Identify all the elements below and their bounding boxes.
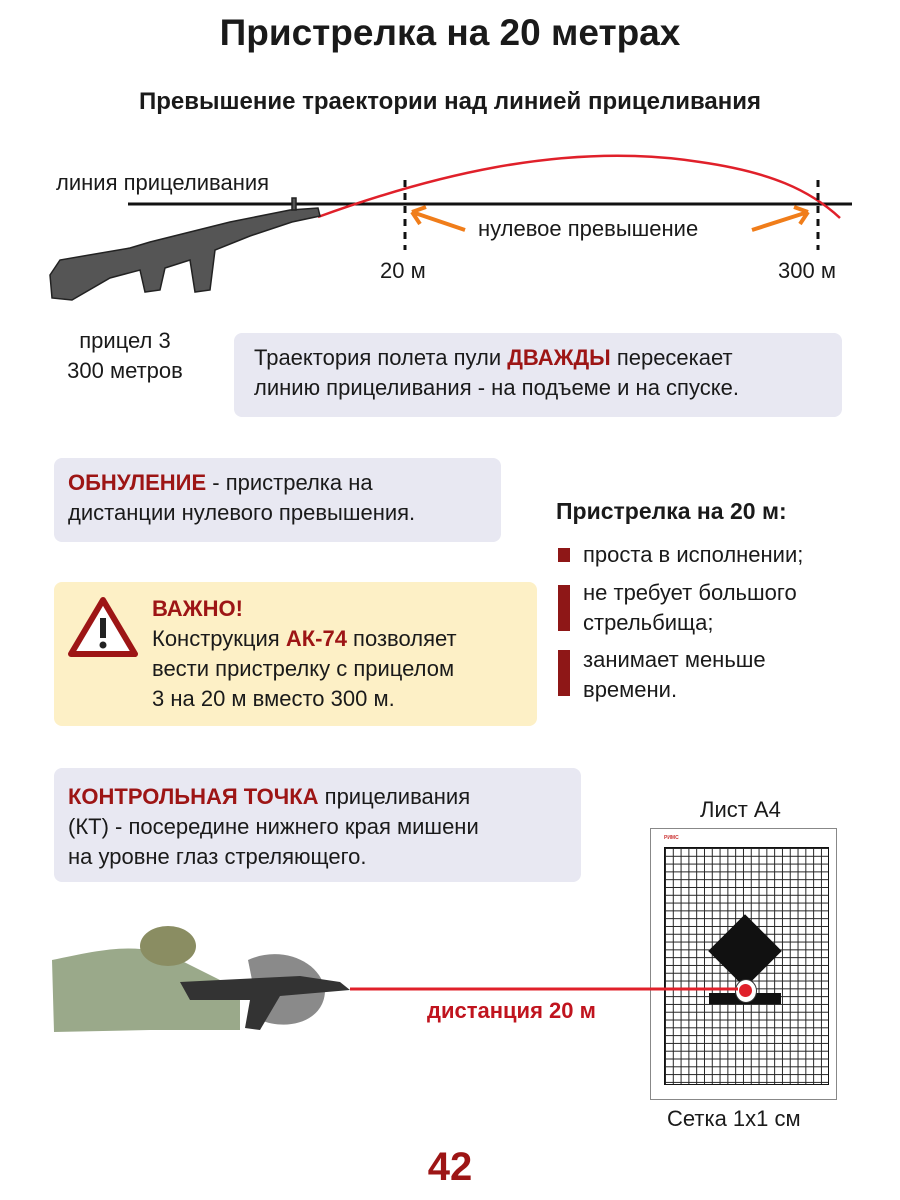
zero-arrows <box>410 205 810 232</box>
sheet-label: Лист А4 <box>700 797 781 822</box>
warning-line3: 3 на 20 м вместо 300 м. <box>152 686 395 711</box>
zeroing-box: ОБНУЛЕНИЕ - пристрелка на дистанции нуле… <box>54 458 501 542</box>
advantage-text: проста в исполнении; <box>583 542 804 567</box>
warning-text-2: позволяет <box>346 626 457 651</box>
sight-setting-line2: 300 метров <box>67 358 183 383</box>
note-text: Траектория полета пули <box>254 345 508 370</box>
warning-heading: ВАЖНО! <box>152 596 243 621</box>
control-point-text: прицеливания <box>318 784 471 809</box>
bullet-marker <box>558 650 570 696</box>
target-sheet: РИМС <box>650 828 837 1100</box>
helmet-icon <box>140 926 196 966</box>
advantage-text: не требует большого <box>583 580 797 605</box>
advantage-text: стрельбища; <box>583 610 714 635</box>
advantage-text: занимает меньше <box>583 647 766 672</box>
sight-setting: прицел 3 300 метров <box>50 326 200 386</box>
advantage-item: проста в исполнении; <box>583 540 803 570</box>
note-line2: линию прицеливания - на подъеме и на спу… <box>254 375 739 400</box>
warning-box: ВАЖНО! Конструкция АК-74 позволяет вести… <box>54 582 537 726</box>
zeroing-text: - пристрелка на <box>206 470 373 495</box>
trajectory-curve <box>317 154 841 219</box>
control-point-line2: (КТ) - посередине нижнего края мишени <box>68 814 479 839</box>
note-text-2: пересекает <box>610 345 733 370</box>
mark-300m-label: 300 м <box>778 258 836 283</box>
rifle-icon <box>49 197 321 301</box>
advantage-item: занимает меньше времени. <box>583 645 766 705</box>
warning-icon <box>68 597 138 657</box>
control-point-term: КОНТРОЛЬНАЯ ТОЧКА <box>68 784 319 809</box>
advantage-item: не требует большого стрельбища; <box>583 578 797 638</box>
grid-label: Сетка 1х1 см <box>667 1106 801 1131</box>
control-point-dot <box>739 984 752 997</box>
zeroing-term: ОБНУЛЕНИЕ <box>68 470 207 495</box>
bullet-marker <box>558 585 570 631</box>
page-title: Пристрелка на 20 метрах <box>219 12 681 53</box>
warning-emphasis: АК-74 <box>285 626 347 651</box>
sight-line-label: линия прицеливания <box>56 170 270 195</box>
note-emphasis: ДВАЖДЫ <box>507 345 611 370</box>
advantages-heading: Пристрелка на 20 м: <box>556 498 787 524</box>
mark-20m-label: 20 м <box>380 258 426 283</box>
sight-setting-line1: прицел 3 <box>79 328 171 353</box>
warning-text: Конструкция <box>152 626 286 651</box>
trajectory-diagram <box>49 154 852 301</box>
warning-line2: вести пристрелку с прицелом <box>152 656 455 681</box>
rifle-icon <box>180 976 350 1030</box>
control-point-line3: на уровне глаз стреляющего. <box>68 844 367 869</box>
advantage-text: времени. <box>583 677 678 702</box>
soldier-body <box>52 948 240 1032</box>
shooter-illustration <box>52 926 738 1032</box>
target-logo: РИМС <box>664 835 679 841</box>
distance-label: дистанция 20 м <box>427 998 596 1023</box>
page-subtitle: Превышение траектории над линией прицели… <box>139 88 761 115</box>
control-point-box: КОНТРОЛЬНАЯ ТОЧКА прицеливания (КТ) - по… <box>54 768 581 882</box>
trajectory-note: Траектория полета пули ДВАЖДЫ пересекает… <box>234 333 842 417</box>
bullet-marker <box>558 548 570 562</box>
zeroing-line2: дистанции нулевого превышения. <box>68 500 416 525</box>
zero-label: нулевое превышение <box>472 216 705 242</box>
page-number: 42 <box>427 1145 473 1189</box>
